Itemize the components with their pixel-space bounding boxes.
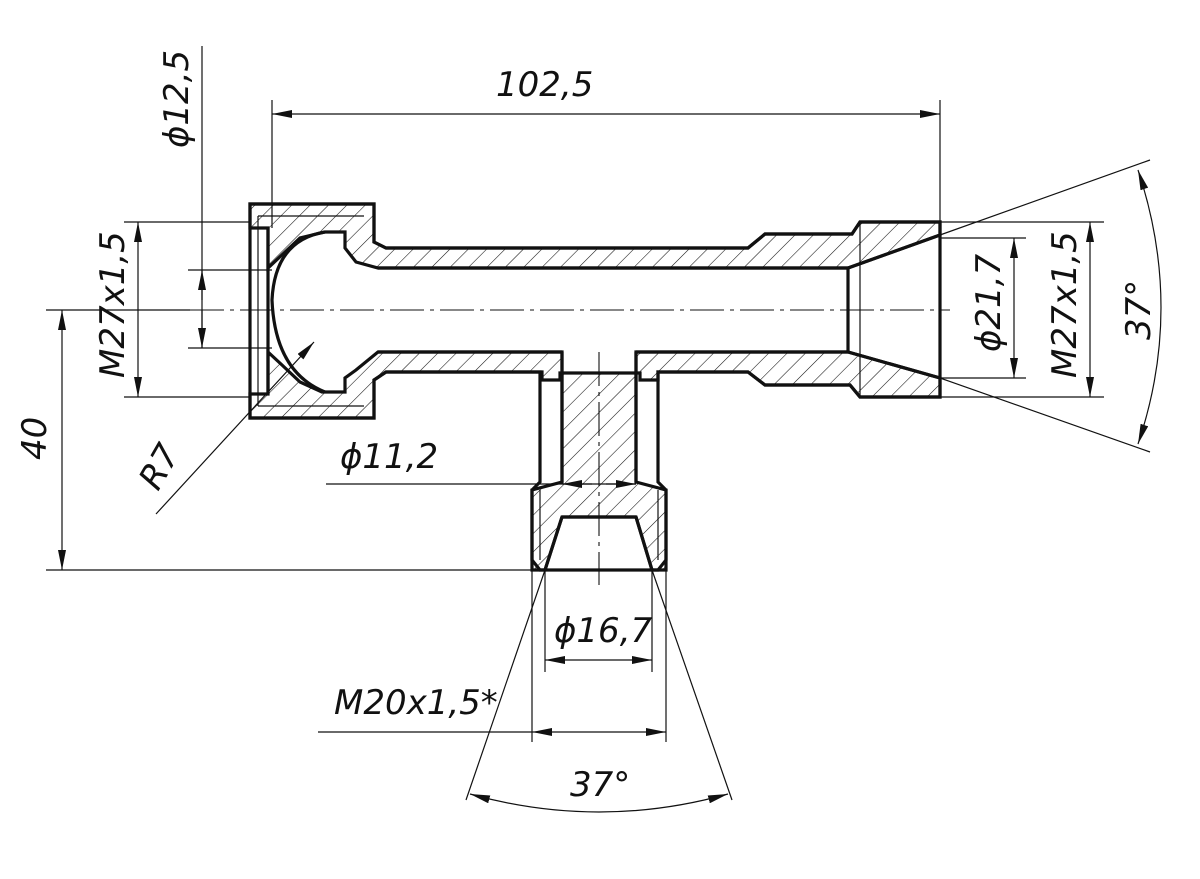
- label-thread-left: M27x1,5: [93, 231, 133, 378]
- label-cone-right-angle: 37°: [1119, 280, 1159, 340]
- leader-radius: [155, 341, 315, 515]
- label-cone-bottom-angle: 37°: [570, 765, 630, 805]
- center-lines: [190, 309, 950, 585]
- ext-line-angle-bottom-right: [651, 569, 733, 801]
- right-cone-bottom: [847, 350, 941, 380]
- spherical-seat: [270, 230, 326, 394]
- right-cone-top: [847, 233, 941, 270]
- label-thread-right: M27x1,5: [1045, 231, 1085, 378]
- branch-cone-right: [634, 516, 654, 571]
- ext-line-angle-bottom-left: [465, 569, 546, 801]
- branch-cone-left: [543, 516, 564, 571]
- arc-angle-right: [1137, 169, 1162, 445]
- label-branch-bore: ϕ11,2: [340, 437, 438, 477]
- label-cone-right-diameter: ϕ21,7: [969, 254, 1009, 353]
- ext-line-angle-right-bottom: [939, 377, 1151, 453]
- label-thread-bottom: M20x1,5*: [334, 683, 498, 723]
- ext-line-angle-right-top: [939, 159, 1151, 236]
- label-height: 40: [15, 417, 55, 460]
- label-bore-left-diameter: ϕ12,5: [157, 50, 197, 148]
- part-section: [248, 202, 942, 572]
- body-outline: [248, 202, 942, 572]
- upper-wall-section: [248, 202, 942, 272]
- label-cone-bottom-diameter: ϕ16,7: [554, 611, 653, 651]
- arc-angle-bottom: [469, 793, 729, 813]
- label-overall-length: 102,5: [496, 65, 593, 105]
